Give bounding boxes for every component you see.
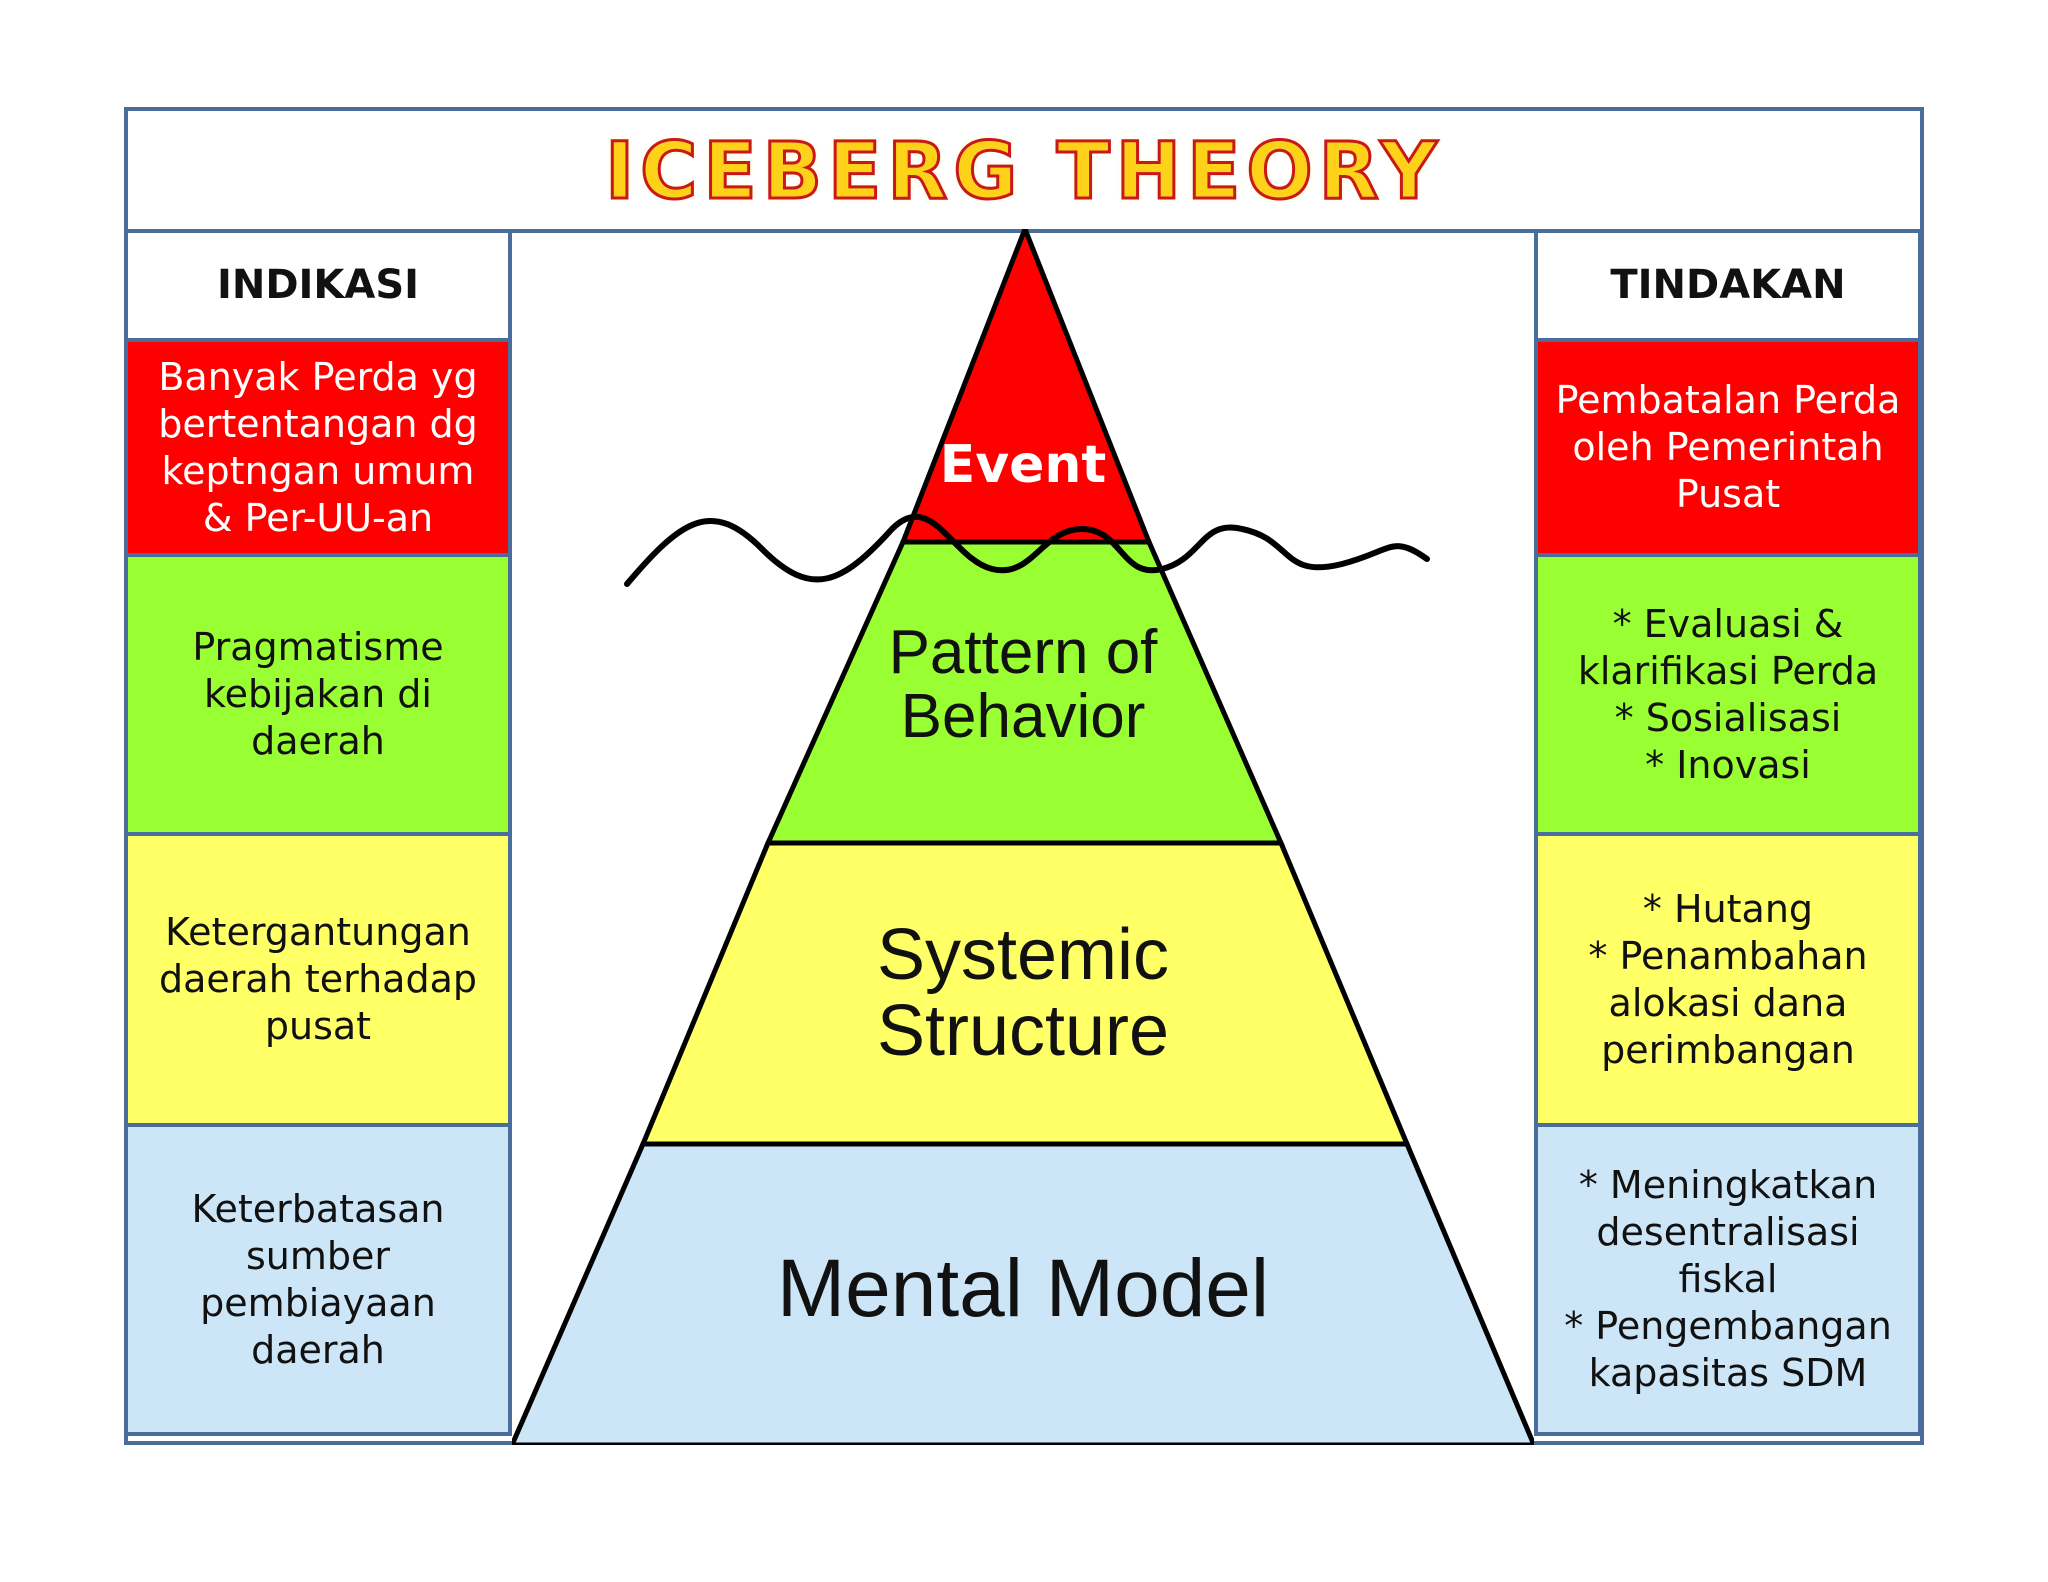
pyramid-mental-label: Mental Model	[776, 1243, 1270, 1334]
tindakan-pattern-text: * Evaluasi & klarifikasi Perda * Sosiali…	[1577, 601, 1879, 787]
indikasi-structure-text: Ketergantungan daerah terhadap pusat	[159, 910, 477, 1048]
indikasi-event-text: Banyak Perda yg bertentangan dg keptngan…	[158, 354, 478, 540]
tindakan-header-label: TINDAKAN	[1610, 262, 1846, 308]
pyramid-event-label: Event	[939, 435, 1107, 495]
indikasi-structure-cell: Ketergantungan daerah terhadap pusat	[124, 832, 512, 1127]
indikasi-pattern-cell: Pragmatisme kebijakan di daerah	[124, 553, 512, 836]
tindakan-event-cell: Pembatalan Perda oleh Pemerintah Pusat	[1534, 338, 1922, 557]
pyramid-mental-layer	[512, 1141, 1534, 1445]
tindakan-mental-text: * Meningkatkan desentralisasi fiskal * P…	[1564, 1163, 1892, 1395]
indikasi-header: INDIKASI	[124, 229, 512, 342]
indikasi-header-label: INDIKASI	[216, 262, 420, 308]
pyramid-structure-label: Systemic Structure	[876, 915, 1170, 1071]
tindakan-event-text: Pembatalan Perda oleh Pemerintah Pusat	[1555, 378, 1901, 516]
pyramid-pattern-label: Pattern of Behavior	[888, 618, 1158, 751]
tindakan-structure-text: * Hutang * Penambahan alokasi dana perim…	[1588, 886, 1868, 1072]
tindakan-structure-cell: * Hutang * Penambahan alokasi dana perim…	[1534, 832, 1922, 1127]
indikasi-mental-text: Keterbatasan sumber pembiayaan daerah	[191, 1186, 445, 1372]
pyramid-event-layer	[899, 229, 1153, 545]
tindakan-header: TINDAKAN	[1534, 229, 1922, 342]
indikasi-pattern-text: Pragmatisme kebijakan di daerah	[192, 625, 444, 763]
title-bar: ICEBERG THEORY	[124, 107, 1924, 233]
pyramid-graphic	[512, 229, 1534, 1445]
water-line	[624, 513, 1430, 587]
tindakan-mental-cell: * Meningkatkan desentralisasi fiskal * P…	[1534, 1123, 1922, 1436]
tindakan-pattern-cell: * Evaluasi & klarifikasi Perda * Sosiali…	[1534, 553, 1922, 836]
indikasi-event-cell: Banyak Perda yg bertentangan dg keptngan…	[124, 338, 512, 557]
iceberg-pyramid: Event Pattern of Behavior Systemic Struc…	[512, 229, 1534, 1445]
indikasi-mental-cell: Keterbatasan sumber pembiayaan daerah	[124, 1123, 512, 1436]
diagram-title: ICEBERG THEORY	[604, 126, 1443, 219]
